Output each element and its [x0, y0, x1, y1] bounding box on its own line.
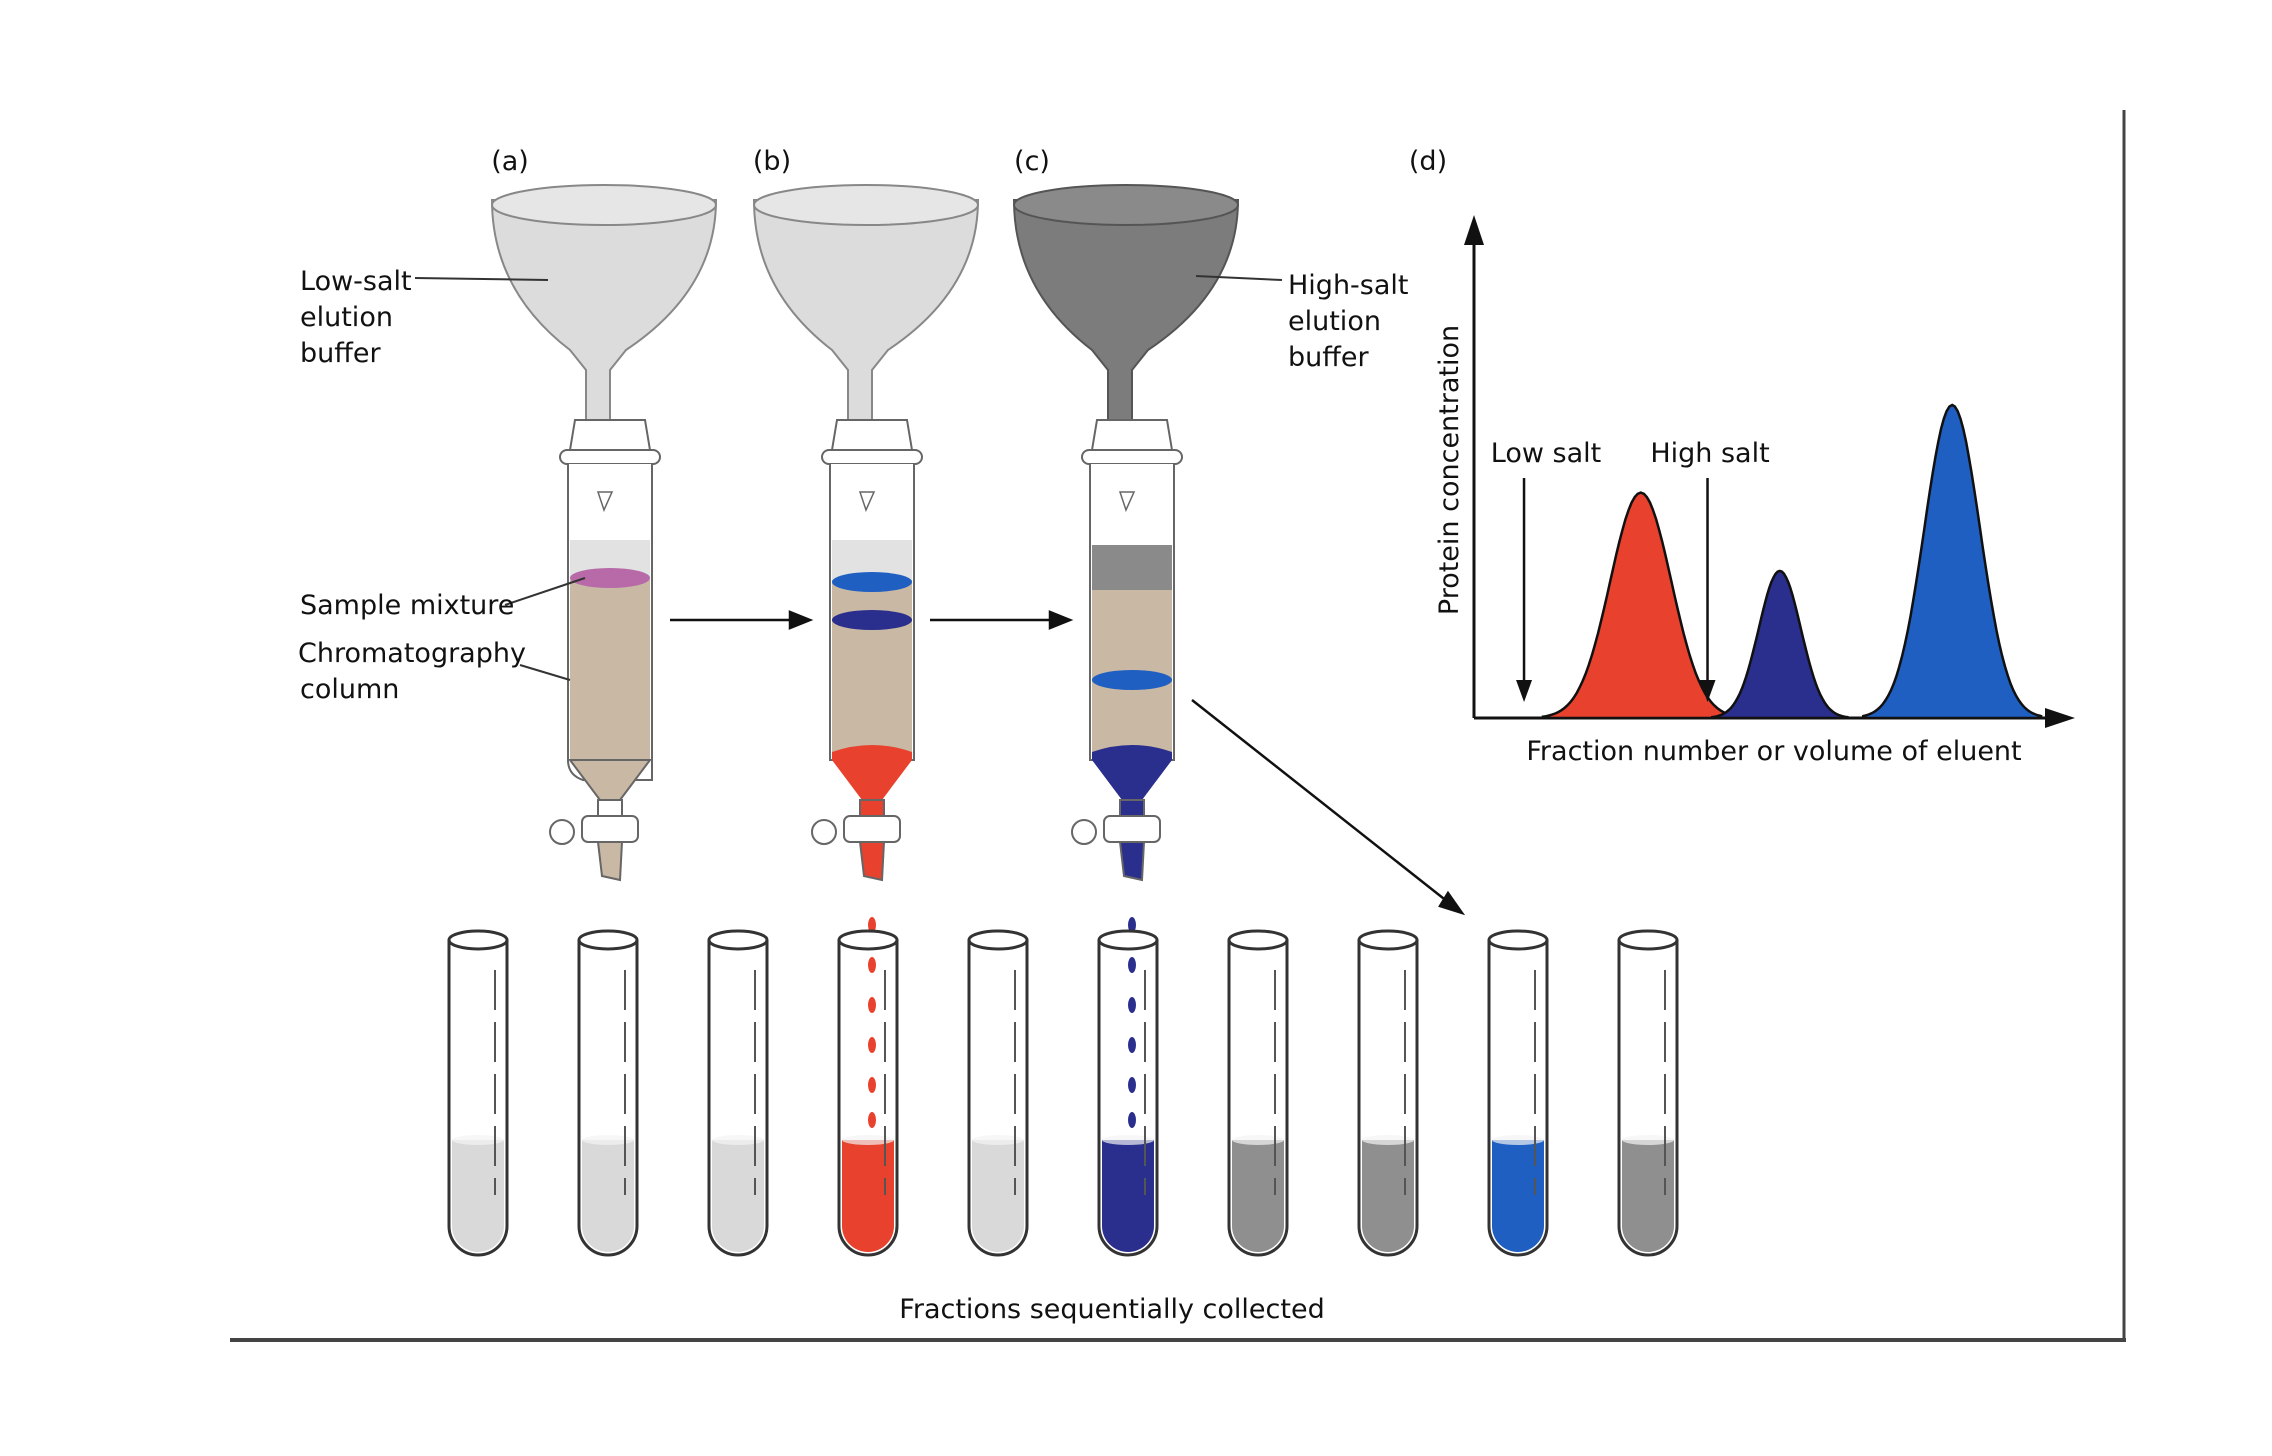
panel-label-b: (b) [753, 146, 791, 177]
tube-liquid [1492, 1140, 1544, 1252]
test-tube [1227, 929, 1289, 1257]
tube-liquid [972, 1140, 1024, 1252]
test-tube [577, 929, 639, 1257]
elution-peak [1861, 403, 2043, 720]
funnel-a [490, 199, 718, 421]
tube-liquid [1232, 1140, 1284, 1252]
leader-lines [414, 275, 1283, 681]
test-tube [1617, 929, 1679, 1257]
tube-glass [1357, 940, 1419, 1257]
tube-glass [707, 940, 769, 1257]
tube-liquid [582, 1140, 634, 1252]
tube-glass [447, 940, 509, 1257]
funnel-c [1012, 199, 1240, 421]
test-tubes [447, 929, 1679, 1257]
tube-glass [967, 940, 1029, 1257]
sample-mixture-label: Sample mixture [300, 590, 514, 621]
stopcock-a [549, 819, 575, 845]
resin-a [570, 580, 650, 760]
stopper-a [568, 419, 652, 451]
funnel-b [752, 199, 980, 421]
sample-band-a [570, 568, 650, 588]
y-axis-label: Protein concentration [1434, 325, 1465, 615]
tube-liquid [1362, 1140, 1414, 1252]
elution-peak [1710, 569, 1849, 720]
navy-band-b [832, 610, 912, 630]
low-salt-label: Low salt [1491, 438, 1601, 469]
blue-band-b [832, 572, 912, 592]
tube-liquid [712, 1140, 764, 1252]
test-tube [707, 929, 769, 1257]
column-b [752, 184, 980, 882]
tube-liquid [452, 1140, 504, 1252]
drops-red [868, 917, 876, 1128]
test-tube [1097, 929, 1159, 1257]
salt-change-arrow [1516, 478, 1533, 702]
tube-liquid [1622, 1140, 1674, 1252]
column-a [490, 184, 718, 882]
tube-liquid [842, 1140, 894, 1252]
tube-liquid [1102, 1140, 1154, 1252]
tube-glass [837, 940, 899, 1257]
elution-peak [1541, 491, 1740, 720]
red-band-b [832, 745, 912, 800]
x-axis-arrowhead [2045, 708, 2075, 728]
tube-glass [1617, 940, 1679, 1257]
panel-label-a: (a) [491, 146, 529, 177]
blue-band-c [1092, 670, 1172, 690]
tube-glass [577, 940, 639, 1257]
panel-label-c: (c) [1014, 146, 1050, 177]
test-tube [1487, 929, 1549, 1257]
fractions-caption: Fractions sequentially collected [899, 1294, 1324, 1325]
tube-glass [1227, 940, 1289, 1257]
test-tube [447, 929, 509, 1257]
salt-change-arrow [1699, 478, 1716, 702]
panel-label-d: (d) [1409, 146, 1447, 177]
column-c [1012, 184, 1240, 882]
chromatography-column-label: Chromatography column [298, 638, 535, 705]
low-salt-buffer-label: Low-salt elution buffer [300, 266, 420, 369]
drops-navy [1128, 917, 1136, 1128]
test-tube [967, 929, 1029, 1257]
y-axis-arrowhead [1464, 215, 1484, 245]
x-axis-label: Fraction number or volume of eluent [1526, 736, 2021, 767]
tube-glass [1097, 940, 1159, 1257]
test-tube [1357, 929, 1419, 1257]
process-arrows [670, 610, 1466, 916]
test-tube [837, 929, 899, 1257]
elution-profile-graph: Low salt High salt Fraction number or vo… [1434, 215, 2075, 767]
high-salt-label: High salt [1650, 438, 1769, 469]
tube-glass [1487, 940, 1549, 1257]
high-salt-buffer-label: High-salt elution buffer [1288, 270, 1417, 373]
